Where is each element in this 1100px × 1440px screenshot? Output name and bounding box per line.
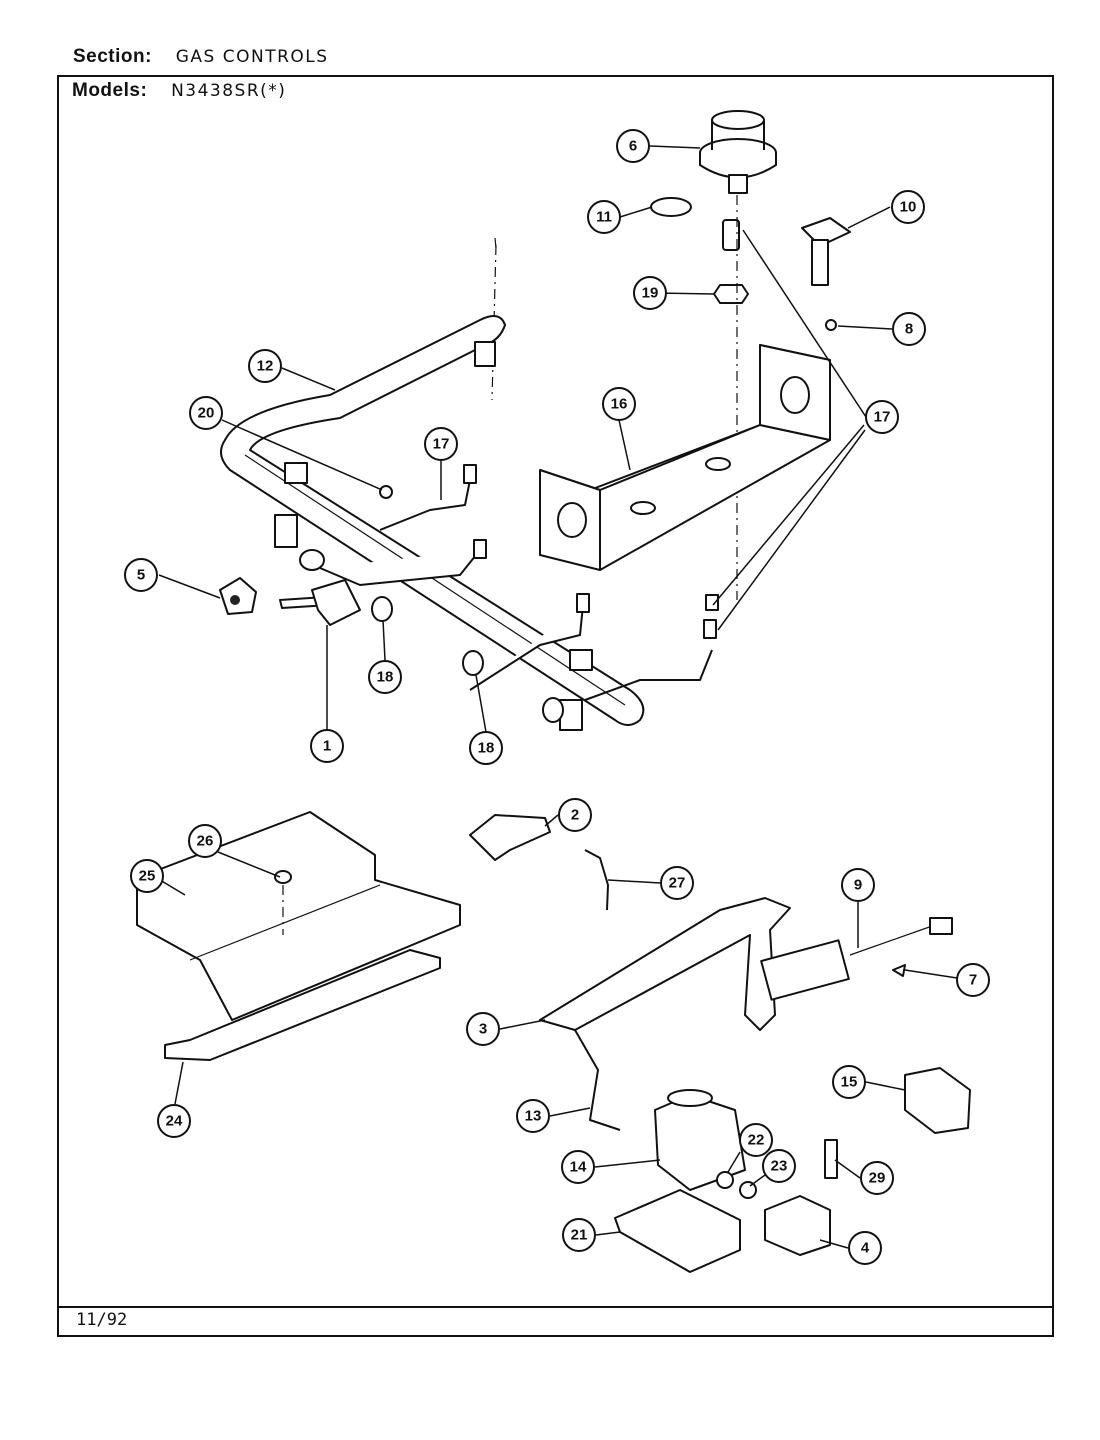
diagram-frame — [57, 75, 1054, 1337]
svg-text:9: 9 — [854, 877, 862, 894]
electrode-bracket-part — [801, 217, 851, 286]
models-value: N3438SR(*) — [171, 81, 287, 101]
callout-5: 5 — [124, 558, 158, 592]
svg-text:10: 10 — [900, 199, 917, 216]
callout-17-right: 17 — [865, 400, 899, 434]
callout-26: 26 — [188, 824, 222, 858]
callout-15: 15 — [832, 1065, 866, 1099]
svg-text:4: 4 — [861, 1240, 870, 1257]
svg-text:19: 19 — [642, 285, 659, 302]
callout-1: 1 — [310, 729, 344, 763]
svg-text:23: 23 — [771, 1158, 788, 1175]
regulator-part — [574, 1029, 757, 1199]
callout-18-upper: 18 — [368, 660, 402, 694]
section-header: Section: GAS CONTROLS — [73, 46, 329, 68]
orifice-spud-part — [722, 219, 740, 251]
svg-text:8: 8 — [905, 321, 913, 338]
callout-12: 12 — [248, 349, 282, 383]
svg-text:13: 13 — [525, 1108, 542, 1125]
svg-text:17: 17 — [874, 409, 891, 426]
svg-text:1: 1 — [323, 738, 331, 755]
svg-text:7: 7 — [969, 972, 977, 989]
burner-shield-part — [136, 811, 461, 1021]
svg-text:2: 2 — [571, 807, 579, 824]
svg-text:26: 26 — [197, 833, 214, 850]
burner-bracket-part — [539, 344, 831, 571]
callout-16: 16 — [602, 387, 636, 421]
callout-6: 6 — [616, 129, 650, 163]
svg-text:18: 18 — [377, 669, 394, 686]
callout-24: 24 — [157, 1104, 191, 1138]
svg-text:29: 29 — [869, 1170, 886, 1187]
igniter-module-part — [760, 917, 953, 1001]
callout-10: 10 — [891, 190, 925, 224]
svg-text:11: 11 — [596, 209, 612, 226]
callout-2: 2 — [558, 798, 592, 832]
models-label: Models: — [72, 80, 148, 101]
callout-29: 29 — [860, 1161, 894, 1195]
burner-gas-tubes-part — [319, 464, 719, 701]
o-ring-part — [650, 197, 692, 217]
callout-17-left: 17 — [424, 427, 458, 461]
svg-text:22: 22 — [748, 1132, 765, 1149]
support-rail-part — [164, 949, 441, 1061]
svg-text:3: 3 — [479, 1021, 487, 1038]
leader-lines — [158, 145, 971, 1249]
callout-18-lower: 18 — [469, 731, 503, 765]
callout-8: 8 — [892, 312, 926, 346]
manifold-pipe-part — [220, 315, 645, 731]
callout-22: 22 — [739, 1123, 773, 1157]
callout-20: 20 — [189, 396, 223, 430]
callout-11: 11 — [587, 200, 621, 234]
svg-text:25: 25 — [139, 868, 156, 885]
svg-text:16: 16 — [611, 396, 628, 413]
svg-text:18: 18 — [478, 740, 495, 757]
callout-25: 25 — [130, 859, 164, 893]
svg-text:21: 21 — [571, 1227, 588, 1244]
manifold-bracket-part — [614, 1189, 741, 1273]
callout-4: 4 — [848, 1231, 882, 1265]
svg-text:24: 24 — [166, 1113, 183, 1130]
svg-text:20: 20 — [198, 405, 215, 422]
models-header: Models: N3438SR(*) — [72, 80, 286, 102]
callout-14: 14 — [561, 1150, 595, 1184]
callout-21: 21 — [562, 1218, 596, 1252]
tube-fitting-parts — [299, 485, 564, 723]
valve-part — [219, 577, 361, 626]
svg-text:14: 14 — [570, 1159, 587, 1176]
main-manifold-3-part — [539, 897, 791, 1031]
svg-text:6: 6 — [629, 138, 637, 155]
callout-23: 23 — [762, 1149, 796, 1183]
section-label: Section: — [73, 46, 152, 67]
svg-text:5: 5 — [137, 567, 145, 584]
callout-19: 19 — [633, 276, 667, 310]
revision-date: 11/92 — [76, 1310, 128, 1330]
screw-part — [825, 319, 837, 331]
section-value: GAS CONTROLS — [175, 47, 329, 67]
callout-13: 13 — [516, 1099, 550, 1133]
terminal-block-part — [904, 1067, 971, 1134]
footer-divider — [57, 1306, 1054, 1308]
orifice-hood-part — [469, 814, 551, 861]
gas-line-27-part — [584, 849, 609, 911]
svg-text:27: 27 — [669, 875, 686, 892]
svg-text:17: 17 — [433, 436, 450, 453]
burner-head-part — [699, 110, 777, 194]
safety-valve-part — [764, 1139, 838, 1256]
hex-nut-part — [713, 284, 749, 304]
callout-27: 27 — [660, 866, 694, 900]
svg-text:12: 12 — [257, 358, 274, 375]
callout-3: 3 — [466, 1012, 500, 1046]
callout-7: 7 — [956, 963, 990, 997]
svg-text:15: 15 — [841, 1074, 858, 1091]
callout-9: 9 — [841, 868, 875, 902]
